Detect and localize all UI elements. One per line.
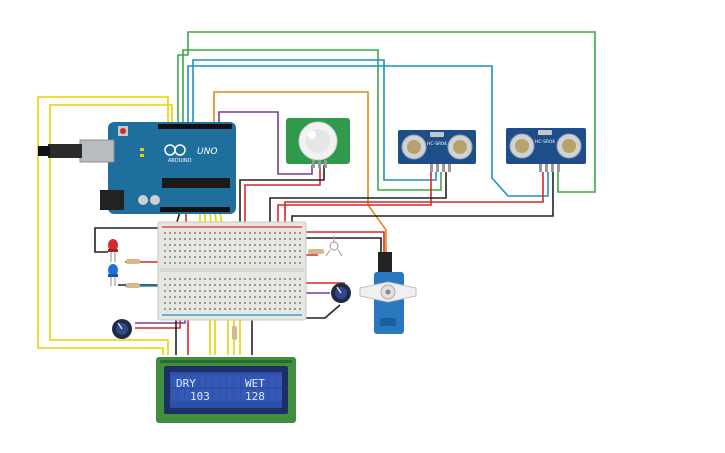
resistors (232, 249, 324, 340)
lcd-line2-left: 103 (190, 390, 210, 403)
ultrasonic-sensor-right[interactable]: HC-SR04 (506, 128, 586, 172)
usb-port (79, 139, 115, 163)
analog-header (160, 207, 230, 212)
potentiometer-left[interactable] (112, 319, 132, 339)
ultrasonic-left-label: HC-SR04 (427, 141, 447, 147)
lcd-line2-right: 128 (245, 390, 265, 403)
wire-blue-right (187, 65, 549, 197)
wire-purple-pir (218, 111, 313, 175)
arduino-model-label: UNO (197, 147, 217, 157)
arduino-brand-label: ARDUINO (168, 158, 192, 164)
wire-green-mid (182, 49, 442, 191)
wire-black-us2 (291, 172, 554, 225)
wire-black-servo (300, 237, 382, 252)
lcd-line1-left: DRY (176, 377, 196, 390)
wire-blue-left (192, 59, 437, 181)
photoresistor (325, 236, 343, 257)
lcd-line1-right: WET (245, 377, 265, 390)
reset-button (120, 128, 126, 134)
wire-red-pir (244, 165, 321, 225)
lcd-character-grid (171, 375, 282, 401)
wire-red-us1 (277, 172, 432, 225)
breadboard[interactable] (157, 221, 307, 321)
ultrasonic-right-label: HC-SR04 (535, 139, 555, 145)
wire-black-us1 (269, 172, 447, 225)
red-led (108, 239, 140, 264)
wire-yellow-left-inner (49, 104, 173, 355)
servo-motor[interactable] (359, 252, 417, 334)
pir-sensor[interactable] (286, 118, 350, 168)
wire-black-pot-right (300, 304, 341, 319)
digital-header (158, 124, 232, 129)
potentiometer-right[interactable] (331, 283, 351, 303)
wire-red-servo (298, 231, 385, 252)
breadboard-holes (164, 232, 301, 310)
power-jack (100, 190, 124, 210)
blue-led (108, 264, 140, 288)
wire-black-bb-left (94, 227, 160, 253)
wire-yellow-left-outer (37, 96, 169, 355)
ultrasonic-sensor-left[interactable]: HC-SR04 (398, 130, 476, 172)
wire-black-pir (239, 165, 325, 225)
atmega-chip (162, 178, 230, 188)
wire-red-us2 (284, 172, 544, 225)
wire-green-top (177, 31, 596, 193)
arduino-uno[interactable]: ARDUINO UNO (38, 122, 236, 214)
wire-orange-servo (213, 91, 387, 252)
usb-cable (48, 144, 82, 158)
lcd-display: DRY WET 103 128 (156, 357, 296, 423)
